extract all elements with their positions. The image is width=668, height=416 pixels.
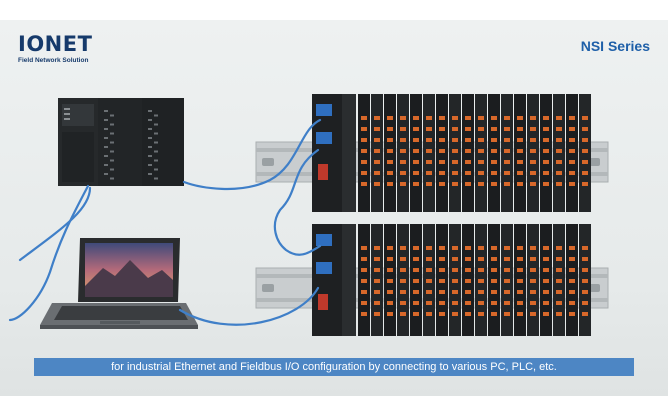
plc-unit-icon xyxy=(58,98,184,186)
brand-tagline: Field Network Solution xyxy=(18,57,89,64)
product-illustration: IONET Field Network Solution NSI Series … xyxy=(0,20,668,396)
network-diagram xyxy=(8,94,609,336)
caption-banner: for industrial Ethernet and Fieldbus I/O… xyxy=(34,358,634,376)
ethernet-cable-icon xyxy=(8,118,322,326)
brand-name: IONET xyxy=(18,32,93,56)
series-title: NSI Series xyxy=(580,38,650,54)
laptop-icon xyxy=(40,238,198,329)
io-module-rack-icon xyxy=(312,94,591,212)
brand-logo: IONET Field Network Solution xyxy=(18,32,93,65)
io-module-rack-icon xyxy=(312,224,591,336)
